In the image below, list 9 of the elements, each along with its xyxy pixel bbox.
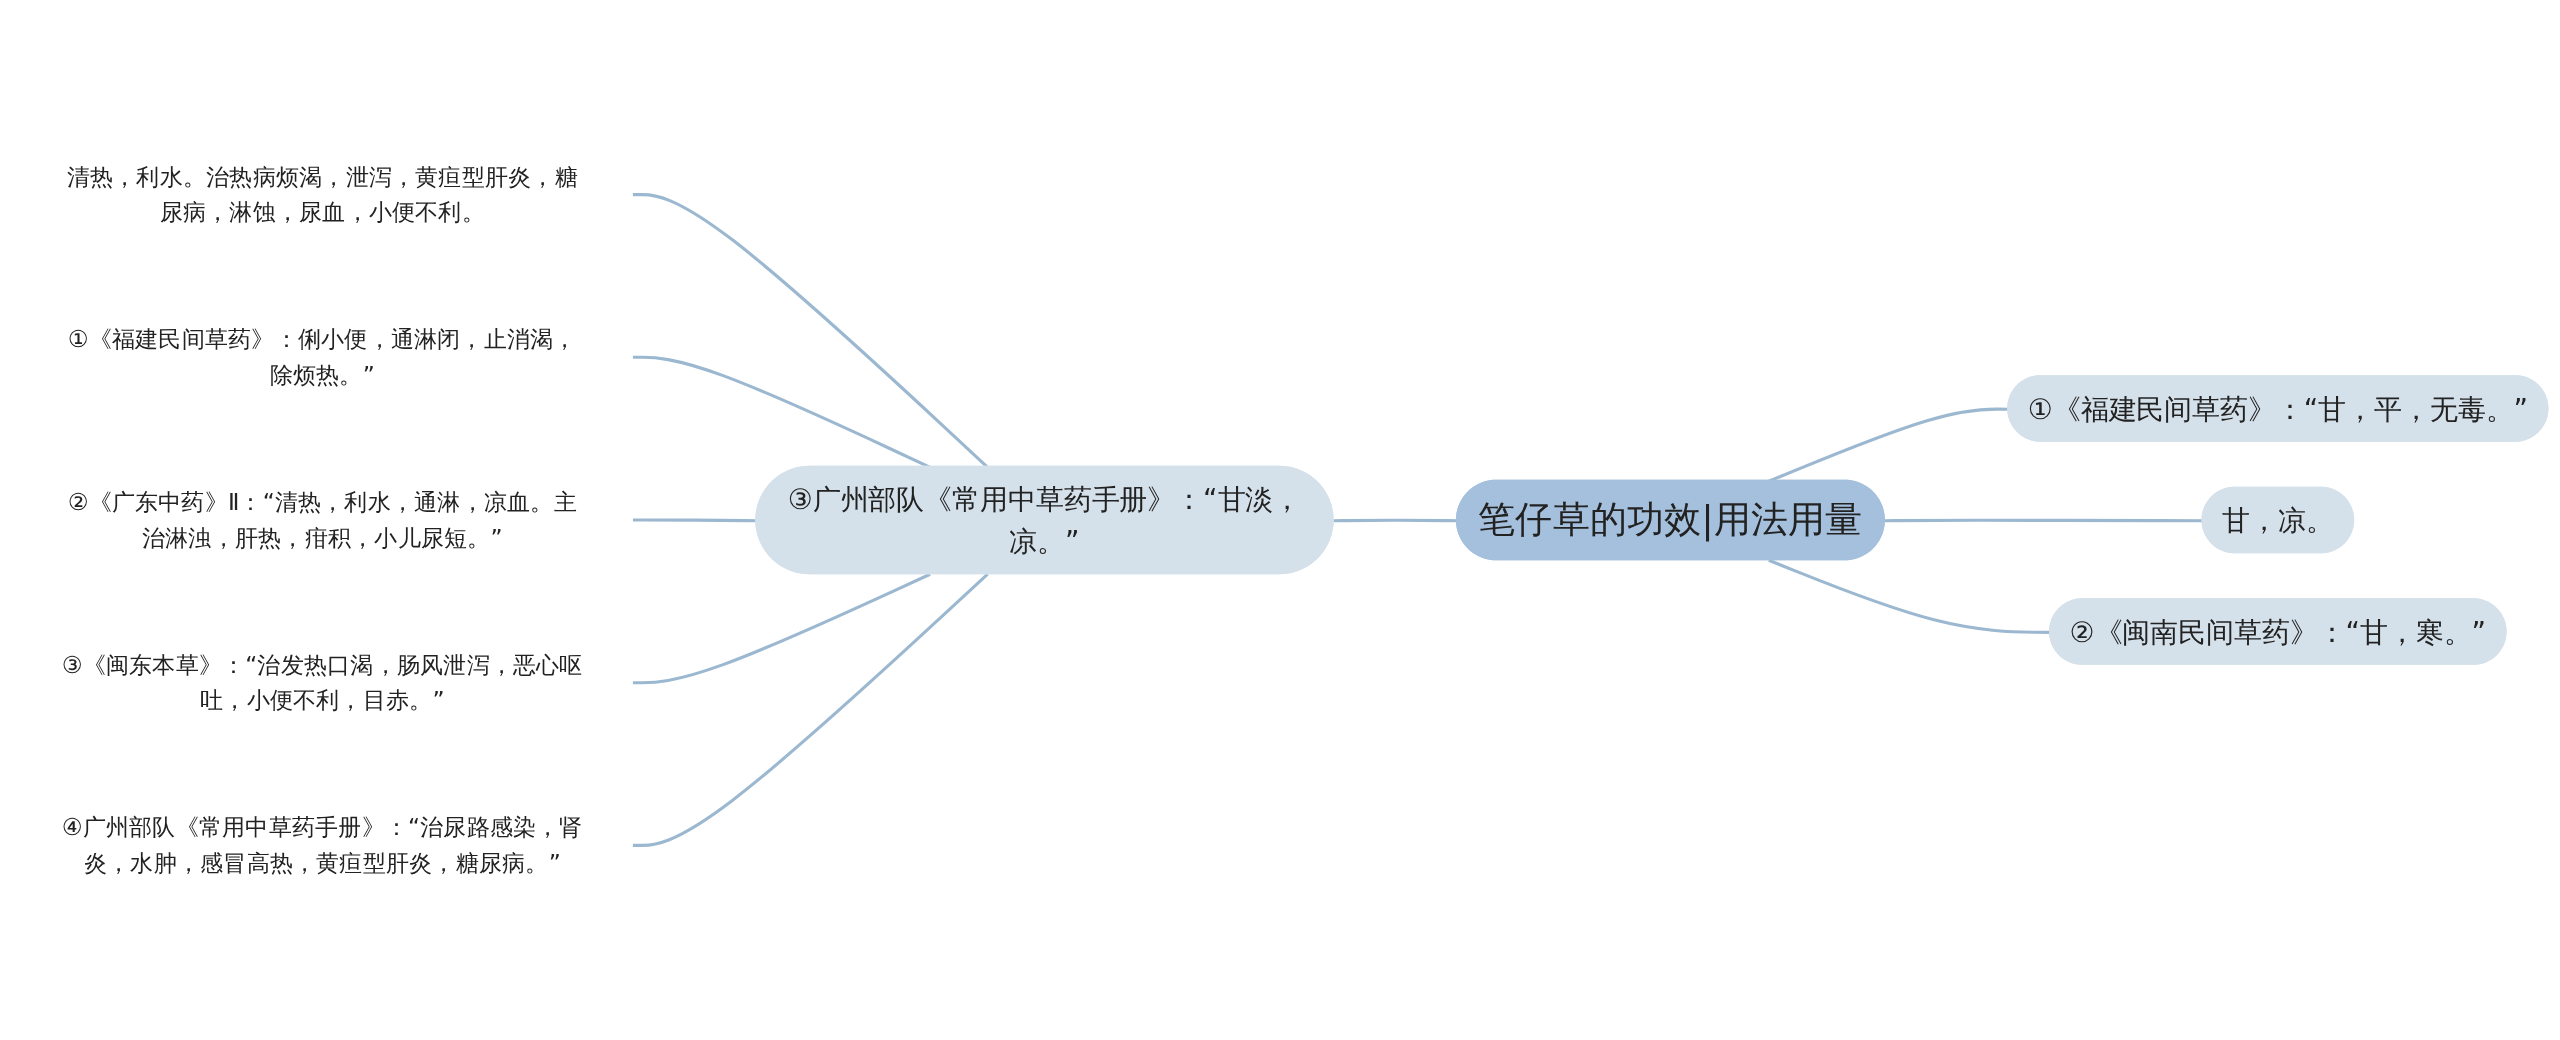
connector xyxy=(632,573,989,847)
connector xyxy=(1333,518,1458,523)
connector xyxy=(632,518,757,523)
node-text: ②《广东中药》Ⅱ：“清热，利水，通淋，凉血。主治淋浊，肝热，疳积，小儿尿短。” xyxy=(67,488,577,551)
node-text: ①《福建民间草药》：俐小便，通淋闭，止消渴，除烦热。” xyxy=(67,325,577,389)
node-text: ④广州部队《常用中草药手册》：“治尿路感染，肾炎，水肿，感冒高热，黄疸型肝炎，糖尿病。” xyxy=(61,813,583,877)
connector xyxy=(632,572,931,685)
node-text: ③《闽东本草》：“治发热口渴，肠风泄泻，恶心呕吐，小便不利，目赤。” xyxy=(61,650,583,714)
node-text: 清热，利水。治热病烦渴，泄泻，黄疸型肝炎，糖尿病，淋蚀，尿血，小便不利。 xyxy=(66,162,578,226)
